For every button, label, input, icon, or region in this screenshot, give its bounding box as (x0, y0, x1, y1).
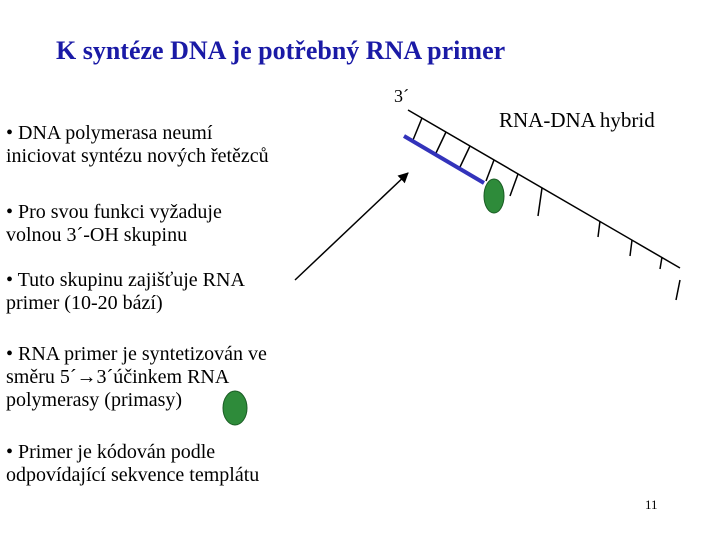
base-tick (629, 239, 633, 257)
base-tick (537, 187, 543, 217)
base-tick (412, 117, 423, 141)
rna-dna-hybrid-label: RNA-DNA hybrid (499, 108, 655, 132)
pointer-arrow (294, 172, 409, 281)
base-tick (659, 256, 663, 270)
slide-title: K syntéze DNA je potřebný RNA primer (56, 36, 506, 65)
bullet-line: • RNA primer je syntetizován ve (6, 343, 267, 365)
bullet-template: • Primer je kódován podle odpovídající s… (6, 441, 259, 487)
bullet-synthesis: • RNA primer je syntetizován ve směru 5´… (6, 343, 267, 412)
template-strand (407, 109, 681, 269)
bullet-line: • Tuto skupinu zajišťuje RNA (6, 269, 245, 291)
primase-oval (483, 178, 505, 214)
base-tick (509, 173, 519, 197)
bullet-line: • Primer je kódován podle (6, 441, 216, 463)
page-number: 11 (645, 497, 658, 512)
bullet-line: volnou 3´-OH skupinu (6, 224, 188, 246)
rna-primer (402, 134, 486, 185)
bullet-primer: • Tuto skupinu zajišťuje RNA primer (10-… (6, 269, 245, 315)
base-tick (435, 131, 447, 154)
primase-oval-legend (222, 390, 248, 426)
bullet-line: • DNA polymerasa neumí (6, 122, 213, 144)
bullet-line: • Pro svou funkci vyžaduje (6, 201, 222, 223)
bullet-3oh: • Pro svou funkci vyžaduje volnou 3´-OH … (6, 201, 222, 247)
bullet-line: polymerasy (primasy) (6, 389, 183, 411)
bullet-line: směru 5´→3´účinkem RNA (6, 366, 230, 388)
strand-3prime-label: 3´ (394, 86, 409, 106)
base-ticks (412, 117, 681, 301)
base-tick (485, 159, 495, 182)
bullet-line: odpovídající sekvence templátu (6, 464, 260, 486)
bullet-line: iniciovat syntézu nových řetězců (6, 145, 269, 167)
base-tick (597, 220, 601, 238)
base-tick (675, 279, 681, 301)
base-tick (459, 145, 471, 168)
bullet-polymerase: • DNA polymerasa neumí iniciovat syntézu… (6, 122, 269, 168)
bullet-line: primer (10-20 bází) (6, 292, 163, 314)
